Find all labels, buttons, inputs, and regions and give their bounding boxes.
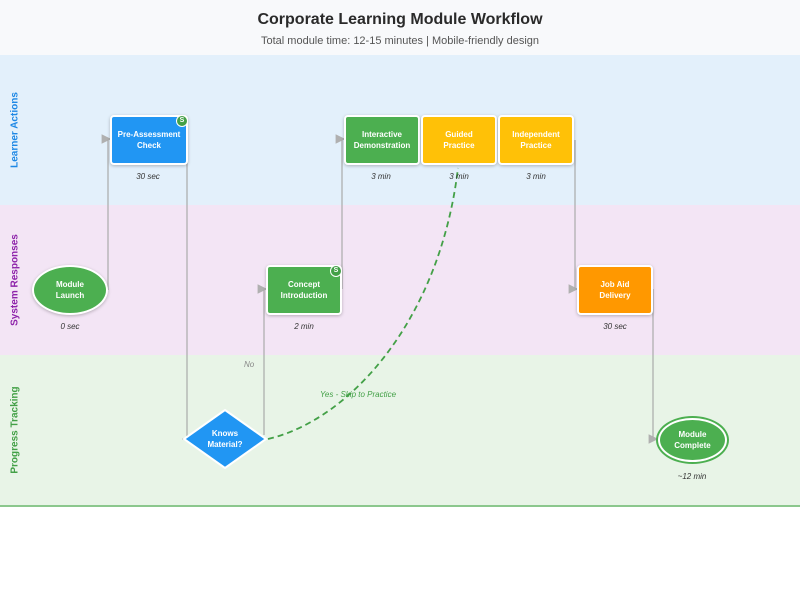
edge-label-yes-skip: Yes - Skip to Practice <box>320 390 397 399</box>
knows-material-label-1: Knows <box>211 429 239 438</box>
pre-assessment-label-2: Check <box>136 141 161 150</box>
job-aid-label-1: Job Aid <box>600 280 630 289</box>
interactive-demo-label-1: Interactive <box>361 130 402 139</box>
pre-assessment-badge: S <box>176 115 188 127</box>
module-complete-label-2: Complete <box>674 441 711 450</box>
edge-decision-to-concept <box>257 284 268 435</box>
independent-practice-label-2: Practice <box>520 141 552 150</box>
pre-assessment-time: 30 sec <box>136 172 160 181</box>
edge-concept-to-demo <box>335 134 346 289</box>
edge-jobaid-to-complete <box>648 289 659 444</box>
concept-intro-label-1: Concept <box>288 280 320 289</box>
header: Corporate Learning Module Workflow Total… <box>0 0 800 57</box>
module-launch-label-2: Launch <box>55 291 85 300</box>
module-complete-time: ~12 min <box>677 472 707 481</box>
edge-label-no: No <box>244 360 255 369</box>
independent-practice-time: 3 min <box>526 172 546 181</box>
edge-launch-to-preassessment <box>101 134 112 290</box>
knows-material-label-2: Material? <box>207 440 243 449</box>
guided-practice-time: 3 min <box>449 172 469 181</box>
module-launch-label-1: Module <box>55 280 84 289</box>
guided-practice-label-2: Practice <box>443 141 475 150</box>
pre-assessment-label-1: Pre-Assessment <box>117 130 181 139</box>
diagram-title: Corporate Learning Module Workflow <box>257 11 543 28</box>
module-launch-time: 0 sec <box>60 322 80 331</box>
concept-intro-label-2: Introduction <box>280 291 328 300</box>
diagram-subtitle: Total module time: 12-15 minutes | Mobil… <box>261 35 539 47</box>
job-aid-label-2: Delivery <box>599 291 631 300</box>
guided-practice-label-1: Guided <box>445 130 473 139</box>
independent-practice-label-1: Independent <box>512 130 560 139</box>
job-aid-time: 30 sec <box>603 322 627 331</box>
concept-intro-badge: S <box>330 265 342 277</box>
edge-independent-to-jobaid <box>568 140 579 294</box>
interactive-demo-time: 3 min <box>371 172 391 181</box>
lane-system-responses: System Responses <box>0 205 800 357</box>
interactive-demo-label-2: Demonstration <box>353 141 411 150</box>
edge-decision-skip-to-practice <box>267 167 459 440</box>
module-complete-label-1: Module <box>678 430 707 439</box>
edge-preassessment-to-decision <box>181 140 192 444</box>
concept-intro-time: 2 min <box>294 322 314 331</box>
